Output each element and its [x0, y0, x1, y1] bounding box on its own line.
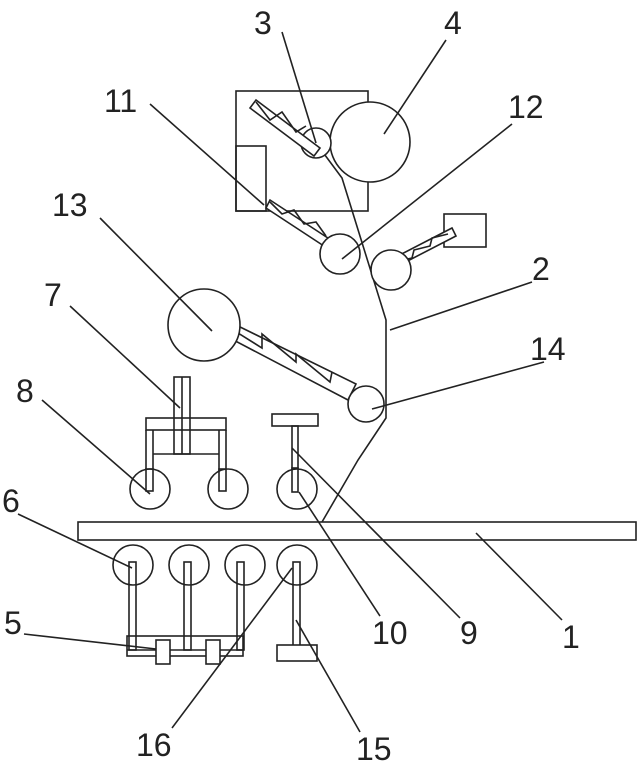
label-13: 13	[52, 187, 88, 223]
label-7: 7	[44, 277, 62, 313]
label-5: 5	[4, 605, 22, 641]
roller-13	[167, 288, 241, 362]
tensioner-arm-hatch	[393, 233, 449, 263]
web-path	[315, 142, 387, 523]
leader-9	[291, 447, 461, 619]
label-4: 4	[444, 5, 462, 41]
bracket-9	[271, 413, 319, 427]
label-16: 16	[136, 727, 172, 763]
block-15	[276, 644, 318, 662]
axle-8-right	[218, 468, 227, 492]
roller-6	[112, 544, 154, 586]
label-12: 12	[508, 89, 544, 125]
arm-3-hatch	[255, 101, 307, 134]
roller-8-left	[129, 468, 171, 510]
leader-13	[99, 217, 213, 332]
label-14: 14	[530, 331, 566, 367]
label-3: 3	[254, 5, 272, 41]
label-10: 10	[372, 615, 408, 651]
base-clamp-2	[205, 639, 221, 665]
leader-10	[298, 491, 381, 617]
lower-roller-3	[224, 544, 266, 586]
leader-12	[341, 123, 513, 260]
leader-7	[69, 305, 181, 409]
roller-12	[319, 233, 361, 275]
axle-10	[291, 467, 299, 493]
leader-6	[17, 513, 133, 569]
upper-frame-inner	[235, 145, 267, 212]
roller-14	[347, 385, 385, 423]
arm-11-hatch	[269, 201, 327, 237]
arm-13	[220, 320, 358, 402]
labels: 3 4 11 12 13 2 7 14 8 6 5 10 9 1 16 15	[2, 5, 580, 766]
leader-11	[149, 103, 265, 206]
label-8: 8	[16, 373, 34, 409]
roller-8-right	[207, 468, 249, 510]
leader-3	[281, 31, 317, 144]
axle-8-left	[145, 468, 154, 492]
leader-16	[171, 567, 293, 729]
leader-14	[371, 361, 545, 410]
base-clamp-1	[155, 639, 171, 665]
lower-roller-2	[168, 544, 210, 586]
label-15: 15	[356, 731, 392, 766]
arm-13-hatch	[229, 327, 333, 384]
roller-10	[276, 468, 318, 510]
label-1: 1	[562, 619, 580, 655]
tensioner-roller	[370, 249, 412, 291]
leader-1	[475, 532, 563, 621]
leader-5	[23, 633, 157, 650]
press-frame	[145, 417, 227, 431]
leader-15	[295, 619, 361, 733]
leader-2	[389, 281, 533, 331]
label-6: 6	[2, 483, 20, 519]
arm-3	[248, 98, 322, 158]
base-plate-5	[126, 635, 244, 657]
leader-8	[41, 399, 151, 495]
label-11: 11	[104, 83, 137, 119]
label-2: 2	[532, 251, 550, 287]
label-9: 9	[460, 615, 478, 651]
conveyor-belt	[77, 521, 637, 541]
leader-4	[383, 39, 447, 135]
leader-lines	[17, 31, 563, 733]
